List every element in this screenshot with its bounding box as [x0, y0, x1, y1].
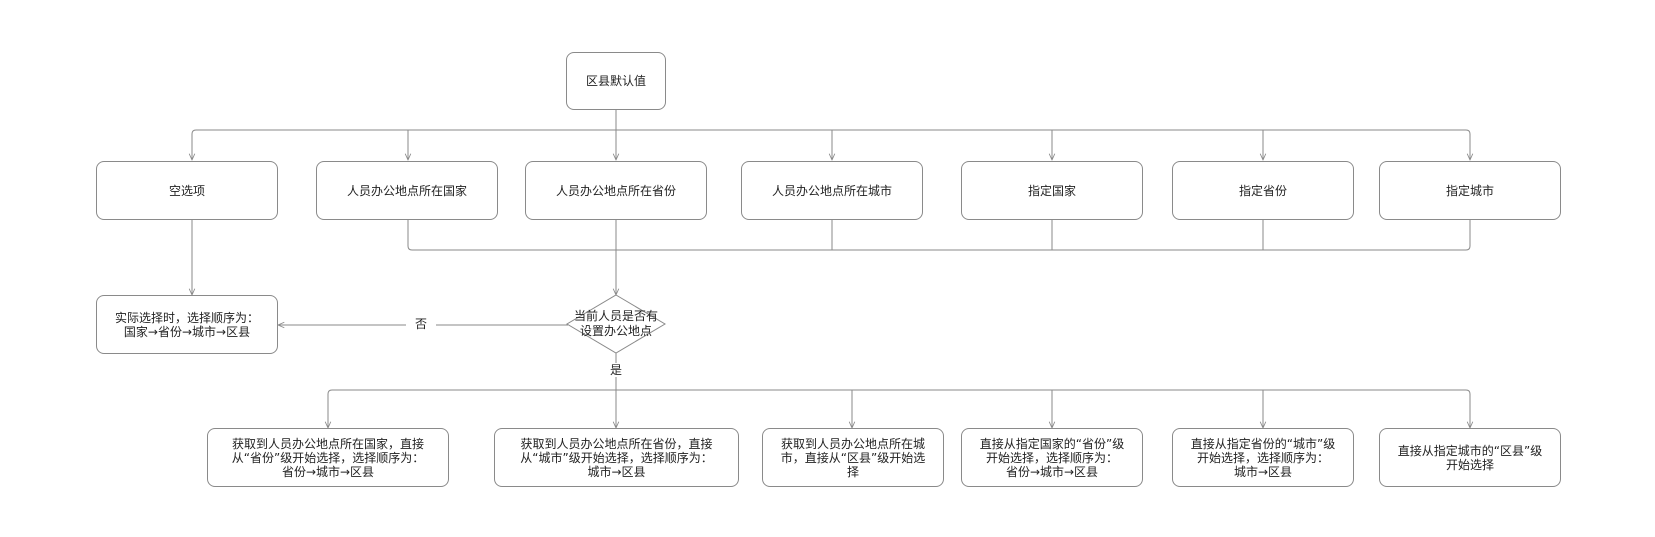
decision-diamond — [566, 294, 666, 354]
edge-label-yes: 是 — [606, 363, 626, 377]
source-specified-city: 指定城市 — [1379, 161, 1561, 220]
source-specified-country: 指定国家 — [961, 161, 1143, 220]
connector-merge-bus — [407, 220, 1471, 251]
source-specified-province: 指定省份 — [1172, 161, 1354, 220]
connector-distribution-bus — [191, 129, 1471, 135]
source-office-city: 人员办公地点所在城市 — [741, 161, 923, 220]
result-office-province: 获取到人员办公地点所在省份，直接 从“城市”级开始选择，选择顺序为： 城市→区县 — [494, 428, 739, 487]
decision-label: 当前人员是否有 设置办公地点 — [573, 309, 658, 338]
edge-label-no: 否 — [406, 317, 436, 331]
result-specified-city: 直接从指定城市的“区县”级 开始选择 — [1379, 428, 1561, 487]
connector-result-bus — [327, 389, 1471, 395]
source-office-province: 人员办公地点所在省份 — [525, 161, 707, 220]
result-office-country: 获取到人员办公地点所在国家，直接 从“省份”级开始选择，选择顺序为： 省份→城市… — [207, 428, 449, 487]
no-office-result: 实际选择时，选择顺序为： 国家→省份→城市→区县 — [96, 295, 278, 354]
source-office-country: 人员办公地点所在国家 — [316, 161, 498, 220]
root-node-district-default: 区县默认值 — [566, 52, 666, 110]
result-specified-country: 直接从指定国家的“省份”级 开始选择，选择顺序为： 省份→城市→区县 — [961, 428, 1143, 487]
source-empty-option: 空选项 — [96, 161, 278, 220]
result-specified-province: 直接从指定省份的“城市”级 开始选择，选择顺序为： 城市→区县 — [1172, 428, 1354, 487]
result-office-city: 获取到人员办公地点所在城 市，直接从“区县”级开始选 择 — [762, 428, 944, 487]
